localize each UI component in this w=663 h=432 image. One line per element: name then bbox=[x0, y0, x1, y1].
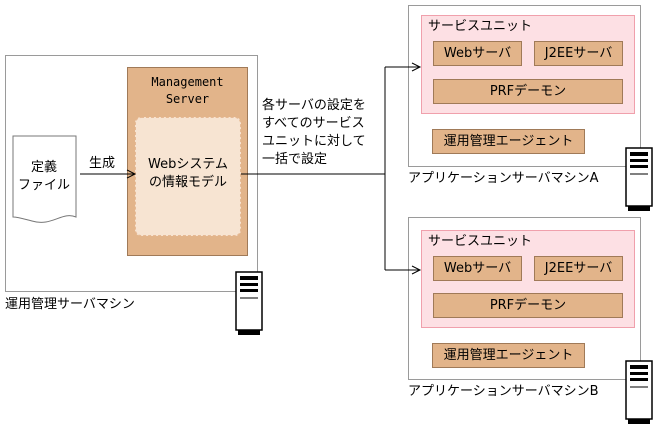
machine-a-agent: 運用管理エージェント bbox=[432, 129, 585, 154]
machine-a-server-tower-icon bbox=[625, 147, 653, 211]
machine-a-web-server: Webサーバ bbox=[433, 41, 522, 66]
machine-b-web-server: Webサーバ bbox=[433, 256, 522, 281]
machine-a-prf-daemon: PRFデーモン bbox=[433, 79, 623, 104]
bulk-config-line3: ユニットに対して bbox=[262, 134, 366, 149]
management-machine-label: 運用管理サーバマシン bbox=[5, 297, 135, 312]
machine-b-service-unit-title: サービスユニット bbox=[428, 234, 533, 249]
bulk-config-line4: 一括で設定 bbox=[262, 152, 328, 167]
machine-b-label: アプリケーションサーバマシンB bbox=[408, 384, 599, 399]
machine-a-label: アプリケーションサーバマシンA bbox=[408, 171, 599, 186]
definition-file-document-icon bbox=[12, 135, 77, 223]
info-model-box bbox=[135, 117, 241, 236]
bulk-config-line2: すべてのサービス bbox=[262, 116, 365, 131]
info-model-line1: Webシステム bbox=[148, 157, 228, 172]
machine-a-service-unit-title: サービスユニット bbox=[428, 19, 533, 34]
definition-file-line1: 定義 bbox=[30, 160, 57, 175]
definition-file-line2: ファイル bbox=[17, 178, 70, 193]
management-server-title-line1: Management bbox=[151, 75, 224, 89]
machine-b-j2ee-server: J2EEサーバ bbox=[534, 256, 623, 281]
management-server-tower-icon bbox=[235, 271, 263, 335]
machine-b-server-tower-icon bbox=[625, 360, 653, 424]
machine-a-j2ee-server: J2EEサーバ bbox=[534, 41, 623, 66]
machine-b-agent: 運用管理エージェント bbox=[432, 343, 585, 368]
management-server-title-line2: Server bbox=[165, 92, 210, 106]
machine-b-prf-daemon: PRFデーモン bbox=[433, 293, 623, 318]
bulk-config-line1: 各サーバの設定を bbox=[262, 98, 366, 113]
info-model-line2: の情報モデル bbox=[148, 175, 227, 190]
generate-label: 生成 bbox=[89, 156, 116, 171]
